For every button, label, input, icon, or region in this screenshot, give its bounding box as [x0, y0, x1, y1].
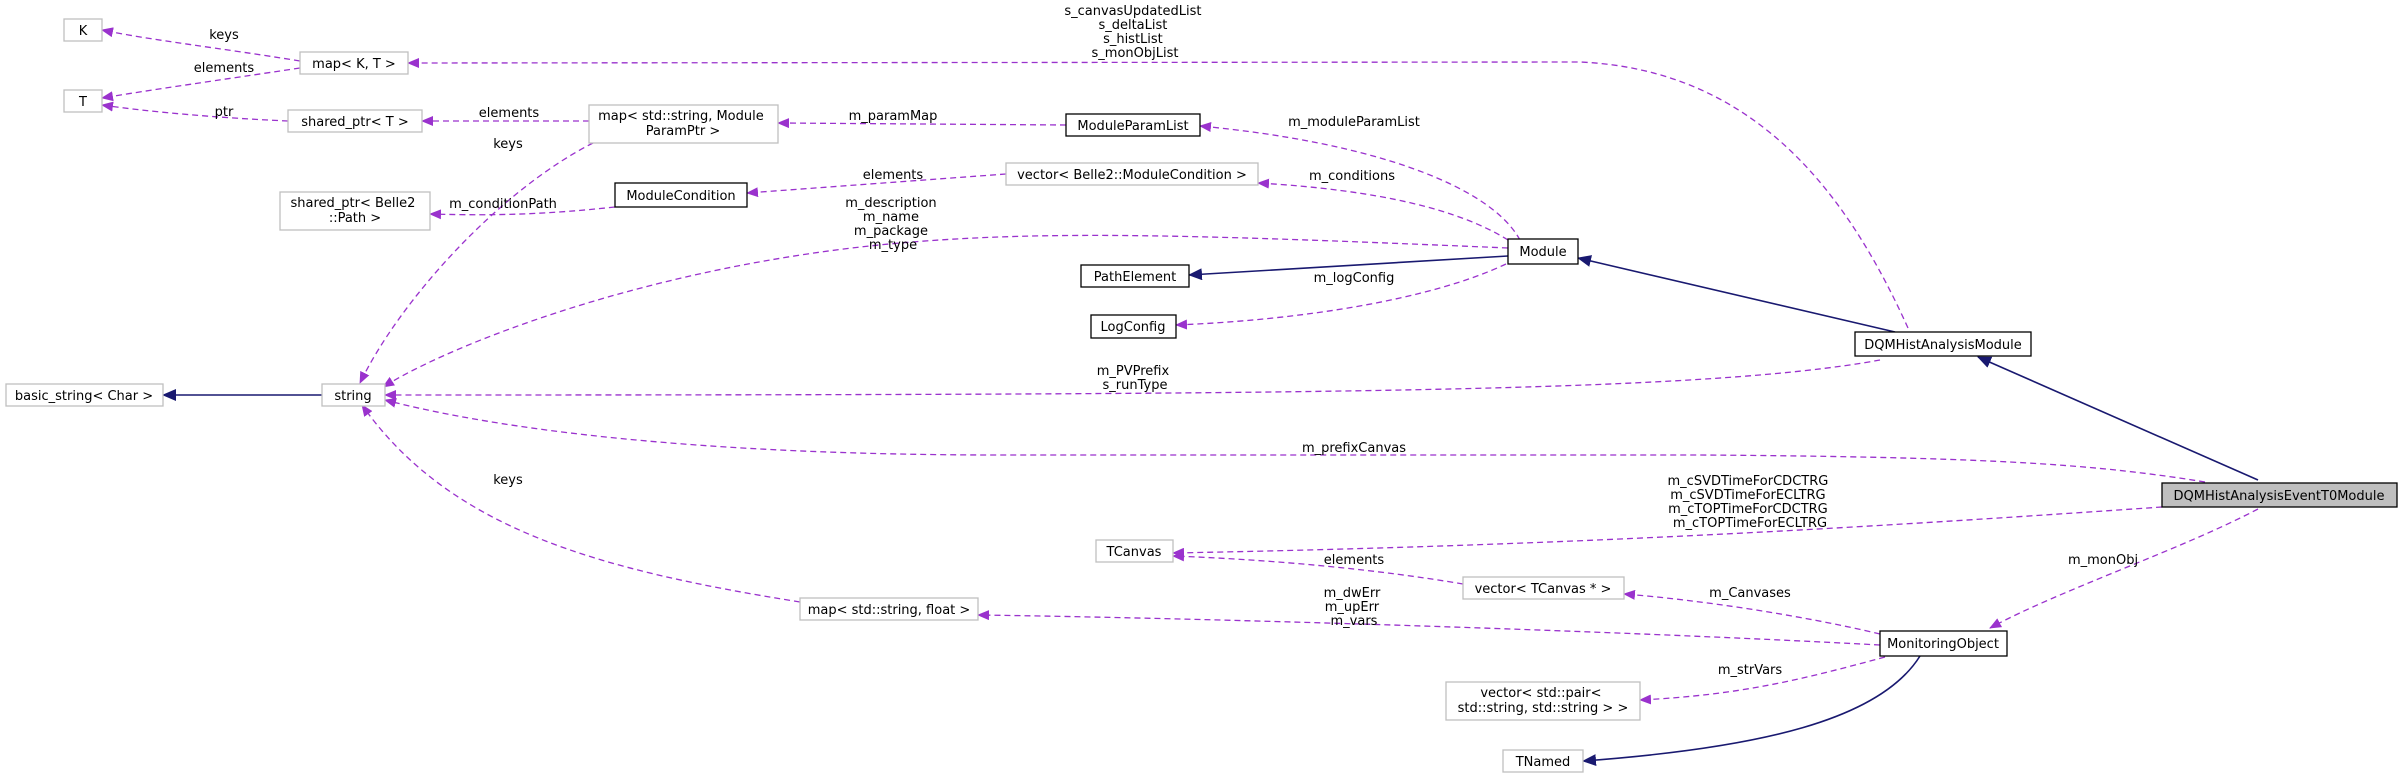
- label-m-moduleparamlist: m_moduleParamList: [1288, 115, 1420, 130]
- node-tnamed[interactable]: TNamed: [1502, 749, 1584, 773]
- node-label: map< K, T >: [312, 57, 396, 72]
- node-label: shared_ptr< Belle2 ::Path >: [290, 196, 419, 226]
- node-path-element[interactable]: PathElement: [1080, 264, 1190, 288]
- node-map-string-float[interactable]: map< std::string, float >: [799, 597, 979, 621]
- node-monitoring-object[interactable]: MonitoringObject: [1879, 630, 2008, 657]
- label-elements-mc: elements: [863, 168, 924, 183]
- label-module-strings: m_description m_name m_package m_type: [845, 196, 941, 253]
- node-label: TNamed: [1515, 755, 1571, 770]
- node-log-config[interactable]: LogConfig: [1090, 314, 1177, 339]
- node-label: map< std::string, float >: [808, 603, 971, 618]
- edge-t0-to-monitoring: [1989, 508, 2259, 629]
- label-pv-prefix: m_PVPrefix s_runType: [1097, 364, 1174, 393]
- node-label: shared_ptr< T >: [301, 115, 408, 130]
- label-elements-sp: elements: [479, 106, 540, 121]
- edges: [101, 27, 2259, 767]
- label-keys-string-bottom: keys: [493, 473, 523, 488]
- edge-module-condition-to-shared-ptr-path: [429, 206, 616, 220]
- edge-t0-to-tcanvas: [1172, 506, 2163, 558]
- node-label: ModuleCondition: [626, 189, 735, 204]
- edge-map-kt-to-k: [101, 27, 301, 62]
- label-m-prefixcanvas: m_prefixCanvas: [1302, 441, 1406, 456]
- edge-labels: keys elements ptr elements m_paramMap m_…: [194, 4, 2138, 678]
- label-m-canvases: m_Canvases: [1709, 586, 1791, 601]
- edge-vector-condition-to-module-condition: [746, 173, 1007, 198]
- node-label: TCanvas: [1106, 545, 1162, 560]
- node-label: DQMHistAnalysisModule: [1864, 338, 2022, 353]
- node-dqm-hist-analysis-module[interactable]: DQMHistAnalysisModule: [1854, 331, 2032, 357]
- label-elements-t: elements: [194, 61, 255, 76]
- edge-dqm-hist-to-map-kt: [407, 57, 1909, 329]
- node-label: K: [79, 24, 88, 39]
- label-m-conditions: m_conditions: [1309, 169, 1395, 184]
- edge-module-to-vector-condition: [1257, 178, 1509, 241]
- node-module[interactable]: Module: [1507, 238, 1579, 265]
- label-ptr: ptr: [215, 105, 234, 120]
- node-vector-pair[interactable]: vector< std::pair< std::string, std::str…: [1445, 681, 1641, 721]
- node-t[interactable]: T: [63, 89, 103, 113]
- label-keys-k: keys: [209, 28, 239, 43]
- label-float-vars: m_dwErr m_upErr m_vars: [1324, 586, 1385, 629]
- node-label: PathElement: [1094, 270, 1176, 285]
- node-label: T: [78, 95, 87, 110]
- nodes: K T map< K, T > shared_ptr< T > map< std…: [5, 18, 2398, 773]
- node-module-param-list[interactable]: ModuleParamList: [1065, 113, 1201, 137]
- node-label: map< std::string, Module ParamPtr >: [598, 109, 768, 139]
- node-shared-ptr-path[interactable]: shared_ptr< Belle2 ::Path >: [279, 191, 431, 231]
- node-label: DQMHistAnalysisEventT0Module: [2173, 489, 2384, 504]
- label-canvas-lists: s_canvasUpdatedList s_deltaList s_histLi…: [1064, 4, 1205, 61]
- node-k[interactable]: K: [63, 18, 103, 42]
- edge-dqm-hist-to-string: [384, 359, 1881, 400]
- node-module-condition[interactable]: ModuleCondition: [614, 182, 748, 208]
- edge-map-float-to-string: [361, 404, 801, 603]
- node-map-k-t[interactable]: map< K, T >: [299, 51, 409, 75]
- label-keys-string-top: keys: [493, 137, 523, 152]
- node-vector-module-condition[interactable]: vector< Belle2::ModuleCondition >: [1005, 162, 1259, 186]
- label-m-monobj: m_monObj: [2068, 553, 2138, 568]
- edge-module-param-list-to-map: [777, 118, 1067, 129]
- label-m-parammap: m_paramMap: [849, 109, 938, 124]
- node-vector-tcanvas[interactable]: vector< TCanvas * >: [1462, 576, 1625, 600]
- node-label: string: [334, 389, 371, 404]
- label-canvas-members: m_cSVDTimeForCDCTRG m_cSVDTimeForECLTRG …: [1668, 474, 1833, 531]
- node-label: ModuleParamList: [1077, 119, 1188, 134]
- node-shared-ptr-t[interactable]: shared_ptr< T >: [287, 109, 423, 133]
- edge-module-to-string: [382, 234, 1509, 388]
- edge-module-inherits-path-element: [1188, 255, 1509, 281]
- edge-map-kt-to-t: [101, 67, 301, 102]
- edge-monitoring-to-vector-pair: [1639, 656, 1886, 705]
- edge-module-to-module-param-list: [1199, 122, 1521, 241]
- edge-map-module-param-to-string: [359, 142, 594, 384]
- label-m-logconfig: m_logConfig: [1314, 271, 1395, 286]
- label-elements-tc: elements: [1324, 553, 1385, 568]
- edge-t0-inherits-dqm-hist: [1977, 356, 2259, 481]
- node-map-module-param[interactable]: map< std::string, Module ParamPtr >: [588, 104, 779, 144]
- node-dqm-hist-analysis-event-t0-module[interactable]: DQMHistAnalysisEventT0Module: [2161, 482, 2398, 508]
- label-m-conditionpath: m_conditionPath: [449, 197, 557, 212]
- edge-monitoring-inherits-tnamed: [1582, 655, 1921, 767]
- edge-monitoring-to-vector-tcanvas: [1623, 589, 1881, 635]
- edge-module-to-log-config: [1175, 263, 1507, 330]
- node-label: Module: [1519, 245, 1566, 260]
- node-tcanvas[interactable]: TCanvas: [1095, 539, 1174, 563]
- node-label: MonitoringObject: [1887, 637, 1999, 652]
- edge-monitoring-to-map-float: [977, 610, 1881, 646]
- node-label: vector< Belle2::ModuleCondition >: [1017, 168, 1247, 183]
- node-label: basic_string< Char >: [15, 389, 153, 404]
- node-basic-string[interactable]: basic_string< Char >: [5, 383, 164, 407]
- node-label: vector< std::pair< std::string, std::str…: [1458, 686, 1629, 716]
- edge-shared-ptr-to-t: [101, 101, 289, 122]
- edge-t0-to-string: [384, 397, 2206, 483]
- node-label: vector< TCanvas * >: [1475, 582, 1612, 597]
- edge-dqm-hist-inherits-module: [1577, 255, 1896, 333]
- node-string[interactable]: string: [321, 383, 386, 407]
- edge-vector-tcanvas-to-tcanvas: [1172, 551, 1464, 585]
- label-m-strvars: m_strVars: [1718, 663, 1783, 678]
- node-label: LogConfig: [1101, 320, 1166, 335]
